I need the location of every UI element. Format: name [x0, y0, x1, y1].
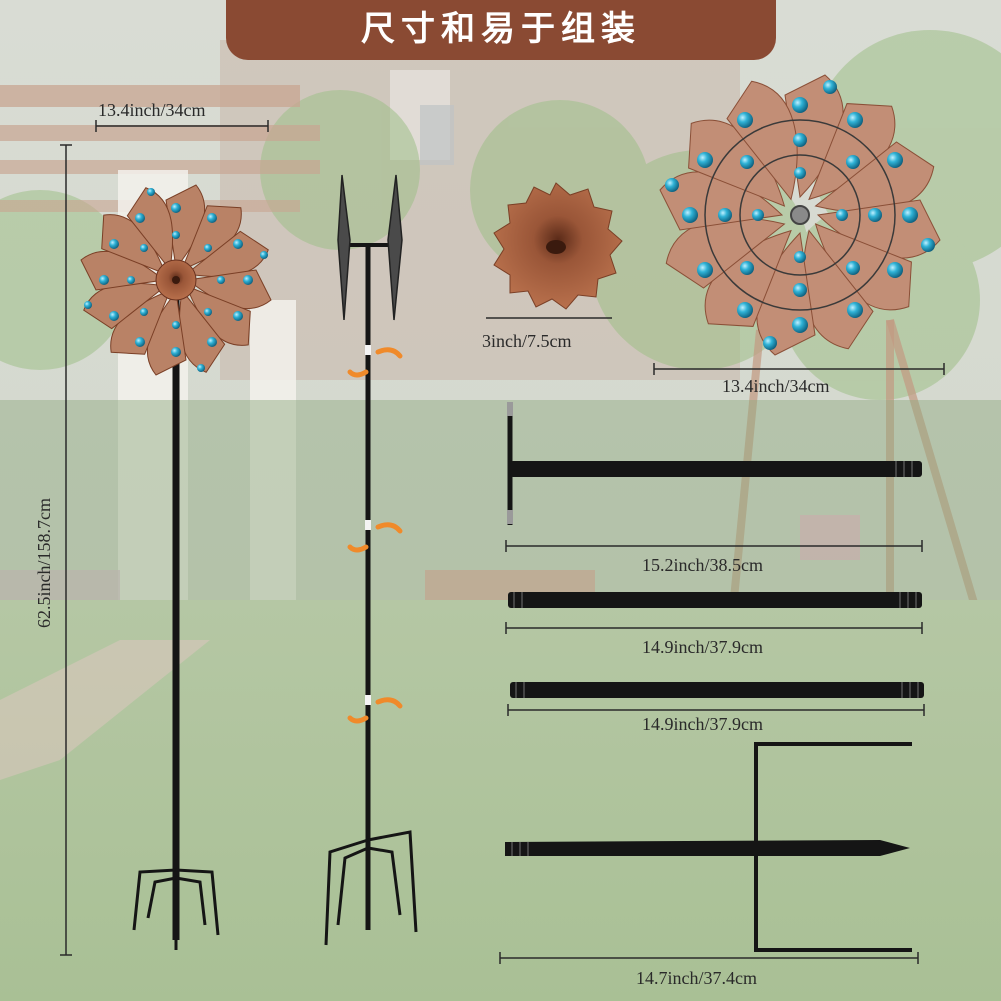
- stake-fork-icon: [132, 868, 220, 950]
- bottom-stake-label: 14.7inch/37.4cm: [636, 968, 757, 988]
- middle-pole-part-1: [508, 592, 922, 608]
- top-pole-part: [507, 402, 922, 525]
- middle-pole-1-label: 14.9inch/37.9cm: [642, 637, 763, 657]
- spinner-top-width-label: 13.4inch/34cm: [98, 100, 206, 120]
- assembled-spinner: [80, 184, 272, 950]
- wind-spinner-icon: [80, 184, 272, 376]
- page-title: 尺寸和易于组装: [226, 0, 776, 60]
- assembly-arrow-icon: [347, 347, 403, 724]
- bottom-stake-part: [505, 742, 912, 952]
- stake-fork-icon: [754, 742, 912, 952]
- total-height-label: 62.5inch/158.7cm: [34, 498, 54, 628]
- center-cup-label: 3inch/7.5cm: [482, 331, 572, 351]
- middle-pole-part-2: [510, 682, 924, 698]
- middle-pole-2-label: 14.9inch/37.9cm: [642, 714, 763, 734]
- dimension-lines: [60, 120, 945, 964]
- spinner-width-label: 13.4inch/34cm: [722, 376, 830, 396]
- disassembled-pole: [324, 174, 418, 946]
- top-pole-label: 15.2inch/38.5cm: [642, 555, 763, 575]
- center-cup: [493, 182, 623, 310]
- wind-spinner-icon: [659, 74, 941, 356]
- stake-fork-icon: [324, 830, 418, 946]
